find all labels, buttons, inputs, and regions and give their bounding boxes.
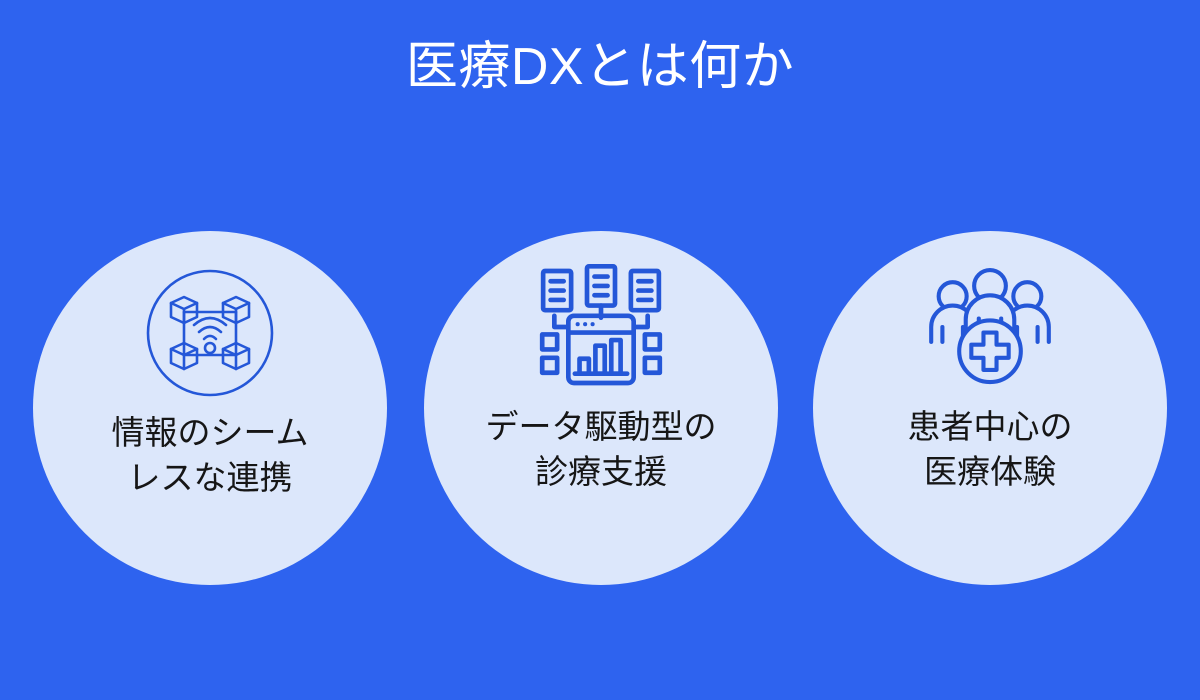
patient-group-medical-cross-icon bbox=[920, 257, 1060, 397]
feature-card-3[interactable]: 患者中心の 医療体験 bbox=[813, 231, 1167, 585]
feature-card-2[interactable]: データ駆動型の 診療支援 bbox=[424, 231, 778, 585]
network-nodes-wifi-icon bbox=[140, 263, 280, 403]
page-title: 医療DXとは何か bbox=[405, 38, 795, 96]
feature-card-1-label: 情報のシーム レスな連携 bbox=[111, 414, 309, 496]
feature-card-2-label: データ駆動型の 診療支援 bbox=[485, 408, 717, 490]
data-documents-dashboard-chart-icon bbox=[531, 257, 671, 397]
feature-card-row: 情報のシーム レスな連携 bbox=[0, 231, 1200, 591]
feature-card-3-label: 患者中心の 医療体験 bbox=[907, 408, 1073, 490]
feature-card-1[interactable]: 情報のシーム レスな連携 bbox=[33, 231, 387, 585]
